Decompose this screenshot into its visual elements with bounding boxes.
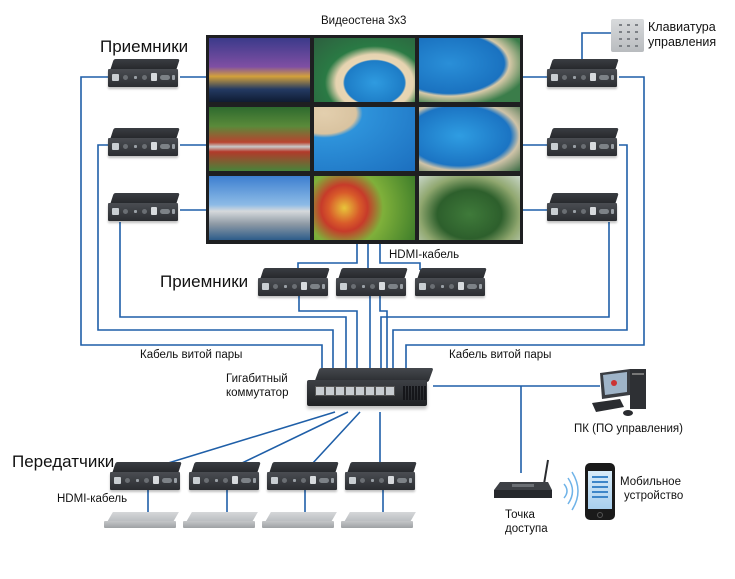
receivers-mid-label: Приемники: [160, 272, 249, 291]
hdmi-cable-label-bottom: HDMI-кабель: [57, 493, 128, 505]
wireless-signal-icon: [563, 471, 579, 511]
cable: [379, 296, 388, 378]
wall-tile-pool: [419, 38, 520, 102]
cable: [581, 32, 611, 62]
switch-port: [375, 386, 385, 396]
cable: [405, 76, 645, 378]
wall-tile-fruit: [314, 176, 415, 240]
switch-port: [325, 386, 335, 396]
mobile-device: [585, 463, 615, 520]
cable: [297, 244, 358, 270]
switch-port: [335, 386, 345, 396]
cable: [97, 144, 334, 378]
switch-label-line2: коммутатор: [226, 387, 289, 399]
cable: [119, 222, 347, 378]
switch-label: Гигабитный коммутатор: [226, 372, 288, 400]
control-pc: [590, 365, 654, 421]
phone-home-button: [597, 512, 603, 518]
wall-tile-skyline: [209, 176, 310, 240]
hdmi-source: [262, 512, 337, 530]
access-point-label: Точка доступа: [505, 508, 548, 536]
access-point-label-line1: Точка: [505, 509, 535, 521]
video-wall-title: Видеостена 3x3: [321, 15, 407, 27]
receiver-right: [547, 59, 619, 89]
access-point: [492, 458, 556, 502]
keypad-label: Клавиатура управления: [648, 20, 716, 50]
cable: [80, 76, 323, 378]
transmitter: [345, 462, 417, 492]
transmitter: [110, 462, 182, 492]
transmitter: [189, 462, 261, 492]
twisted-pair-label-right: Кабель витой пары: [449, 349, 552, 361]
cable: [239, 411, 349, 465]
wall-tile-pool: [314, 107, 415, 171]
mobile-label-line1: Мобильное: [620, 476, 681, 488]
wall-tile-garden: [419, 176, 520, 240]
cable: [298, 296, 358, 378]
transmitter: [267, 462, 339, 492]
mobile-label: Мобильное устройство: [620, 475, 683, 503]
receiver-right: [547, 193, 619, 223]
router-icon: [494, 459, 552, 498]
control-keypad: [611, 19, 644, 52]
access-point-label-line2: доступа: [505, 523, 548, 535]
hdmi-cable-label-top: HDMI-кабель: [389, 249, 460, 261]
cable: [164, 411, 336, 465]
cable: [311, 411, 361, 465]
pc-label: ПК (ПО управления): [574, 423, 683, 435]
receiver-left: [108, 128, 180, 158]
receiver-left: [108, 193, 180, 223]
wall-tile-pool: [419, 107, 520, 171]
cable: [392, 144, 628, 378]
transmitters-label: Передатчики: [12, 452, 115, 471]
cable: [380, 222, 610, 378]
phone-screen: [588, 471, 612, 509]
mobile-label-line2: устройство: [624, 490, 684, 502]
video-wall-3x3: [206, 35, 523, 244]
receiver-right: [547, 128, 619, 158]
hdmi-source: [183, 512, 258, 530]
pc-icon: [592, 369, 646, 416]
keypad-label-line1: Клавиатура: [648, 20, 716, 34]
receiver-left: [108, 59, 180, 89]
hdmi-source: [104, 512, 179, 530]
keypad-label-line2: управления: [648, 35, 717, 49]
receivers-top-label: Приемники: [100, 37, 189, 56]
cable: [379, 244, 421, 270]
wall-tile-pool: [314, 38, 415, 102]
switch-label-line1: Гигабитный: [226, 373, 288, 385]
switch-port: [365, 386, 375, 396]
receiver-bottom: [415, 268, 487, 298]
receiver-bottom: [258, 268, 330, 298]
switch-port: [315, 386, 325, 396]
gigabit-switch: [307, 368, 435, 416]
switch-port: [355, 386, 365, 396]
hdmi-source: [341, 512, 416, 530]
receiver-bottom: [336, 268, 408, 298]
twisted-pair-label-left: Кабель витой пары: [140, 349, 243, 361]
switch-port: [345, 386, 355, 396]
switch-port: [385, 386, 395, 396]
wall-tile-hurdles: [209, 107, 310, 171]
wall-tile-city-night: [209, 38, 310, 102]
